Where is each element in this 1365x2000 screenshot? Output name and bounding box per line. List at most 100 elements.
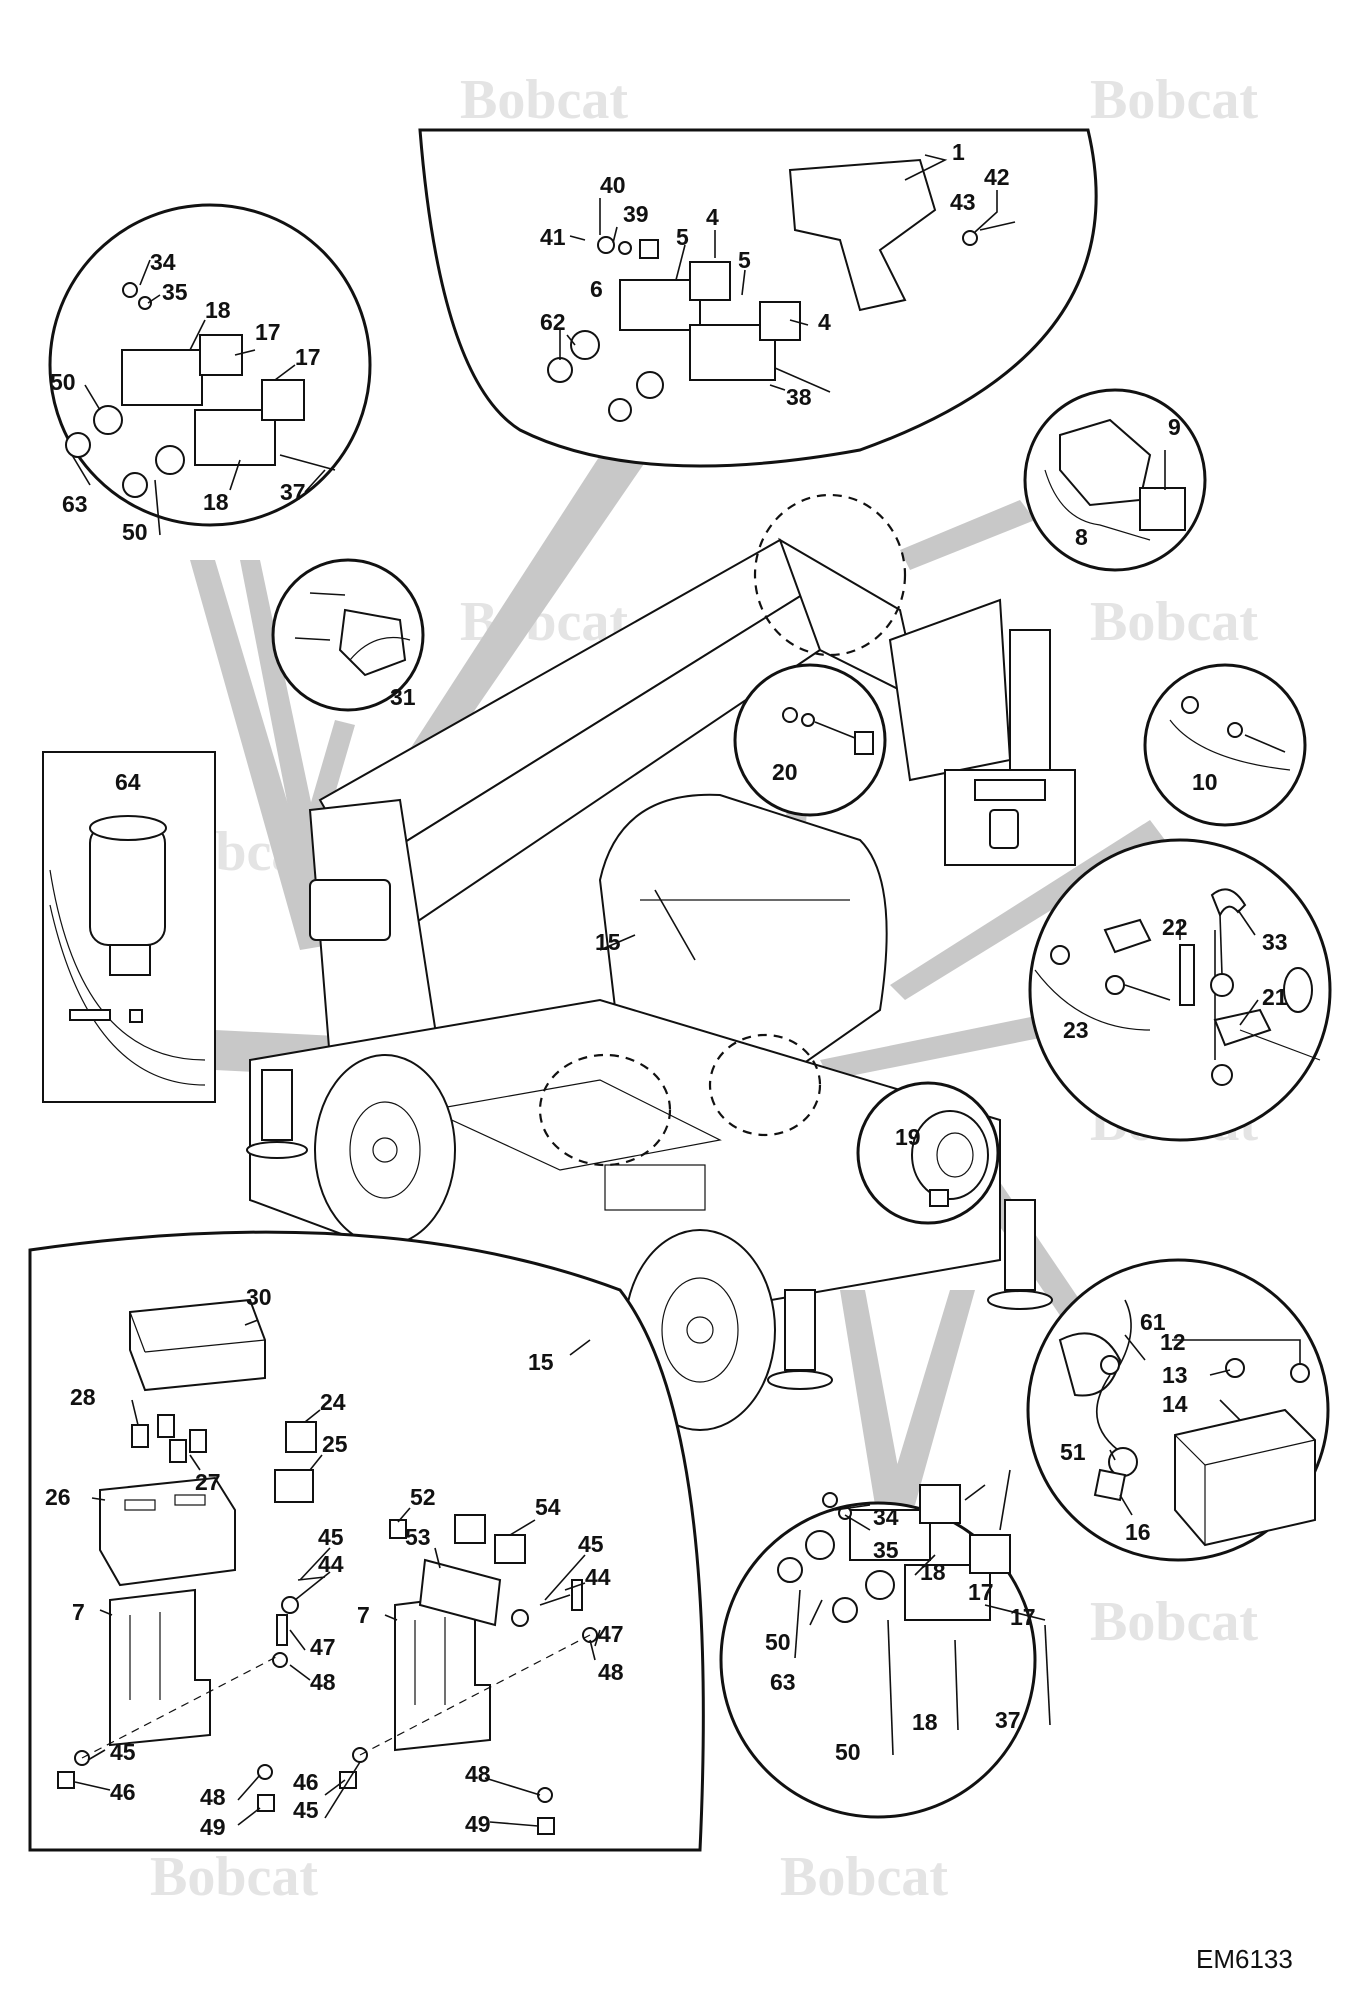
callout-5: 5 (676, 224, 689, 250)
drawing-code: EM6133 (1196, 1944, 1293, 1974)
watermark: Bobcat (1090, 1591, 1258, 1653)
detail-bubble-21-23-33 (1028, 838, 1332, 1142)
callout-48: 48 (598, 1659, 624, 1685)
callout-45: 45 (318, 1524, 344, 1550)
callout-41: 41 (540, 224, 566, 250)
callout-25: 25 (322, 1431, 348, 1457)
callout-31: 31 (390, 684, 416, 710)
callout-42: 42 (984, 164, 1010, 190)
callout-labels: 1 42 43 40 39 41 4 5 5 6 4 62 38 34 35 1… (45, 139, 1288, 1840)
callout-48: 48 (200, 1784, 226, 1810)
callout-18: 18 (205, 297, 231, 323)
callout-47: 47 (310, 1634, 336, 1660)
callout-54: 54 (535, 1494, 561, 1520)
callout-51: 51 (1060, 1439, 1086, 1465)
callout-9: 9 (1168, 414, 1181, 440)
callout-10: 10 (1192, 769, 1218, 795)
callout-44: 44 (585, 1564, 611, 1590)
callout-48: 48 (465, 1761, 491, 1787)
callout-30: 30 (246, 1284, 272, 1310)
detail-bubble-20 (733, 663, 887, 817)
callout-35: 35 (873, 1537, 899, 1563)
watermark: Bobcat (1090, 69, 1258, 131)
detail-bubble-31 (271, 558, 425, 712)
detail-bubble-right-valves (719, 1484, 1046, 1819)
callout-6: 6 (590, 276, 603, 302)
callout-64: 64 (115, 769, 141, 795)
callout-40: 40 (600, 172, 626, 198)
callout-17: 17 (295, 344, 321, 370)
callout-46: 46 (110, 1779, 136, 1805)
callout-23: 23 (1063, 1017, 1089, 1043)
callout-48: 48 (310, 1669, 336, 1695)
callout-46: 46 (293, 1769, 319, 1795)
callout-52: 52 (410, 1484, 436, 1510)
callout-38: 38 (786, 384, 812, 410)
callout-62: 62 (540, 309, 566, 335)
callout-43: 43 (950, 189, 976, 215)
detail-box-64 (42, 751, 216, 1103)
callout-49: 49 (465, 1811, 491, 1837)
telehandler-machine (246, 493, 1076, 1431)
detail-bubble-10 (1143, 663, 1307, 827)
callout-18: 18 (920, 1559, 946, 1585)
callout-12: 12 (1160, 1329, 1186, 1355)
callout-63: 63 (770, 1669, 796, 1695)
callout-37: 37 (280, 479, 306, 505)
callout-17: 17 (968, 1579, 994, 1605)
callout-22: 22 (1162, 914, 1188, 940)
watermark: Bobcat (460, 69, 628, 131)
detail-bubble-battery (1026, 1258, 1330, 1562)
callout-39: 39 (623, 201, 649, 227)
callout-35: 35 (162, 279, 188, 305)
detail-bubble-valve-assembly (418, 128, 1098, 468)
callout-16: 16 (1125, 1519, 1151, 1545)
callout-34: 34 (150, 249, 176, 275)
callout-21: 21 (1262, 984, 1288, 1010)
callout-7: 7 (72, 1599, 85, 1625)
callout-14: 14 (1162, 1391, 1188, 1417)
watermark: Bobcat (150, 1846, 318, 1908)
callout-13: 13 (1162, 1362, 1188, 1388)
watermark: Bobcat (1090, 591, 1258, 653)
callout-45: 45 (293, 1797, 319, 1823)
callout-5: 5 (738, 247, 751, 273)
callout-28: 28 (70, 1384, 96, 1410)
callout-47: 47 (598, 1621, 624, 1647)
callout-50: 50 (765, 1629, 791, 1655)
callout-27: 27 (195, 1469, 221, 1495)
callout-15: 15 (528, 1349, 554, 1375)
callout-63: 63 (62, 491, 88, 517)
detail-bubble-electrical-box (28, 1230, 705, 1852)
watermark: Bobcat (780, 1846, 948, 1908)
callout-53: 53 (405, 1524, 431, 1550)
callout-4: 4 (706, 204, 719, 230)
callout-26: 26 (45, 1484, 71, 1510)
callout-61: 61 (1140, 1309, 1166, 1335)
callout-44: 44 (318, 1551, 344, 1577)
callout-7: 7 (357, 1602, 370, 1628)
callout-18: 18 (912, 1709, 938, 1735)
callout-leaders (71, 154, 1301, 1827)
callout-15: 15 (595, 929, 621, 955)
callout-34: 34 (873, 1504, 899, 1530)
callout-1: 1 (952, 139, 965, 165)
detail-bubble-19 (856, 1081, 1000, 1225)
detail-bubble-left-valves (48, 203, 372, 527)
callout-4: 4 (818, 309, 831, 335)
callout-45: 45 (578, 1531, 604, 1557)
callout-33: 33 (1262, 929, 1288, 955)
detail-bubble-8-9 (1023, 388, 1207, 572)
callout-50: 50 (835, 1739, 861, 1765)
callout-8: 8 (1075, 524, 1088, 550)
callout-37: 37 (995, 1707, 1021, 1733)
callout-45: 45 (110, 1739, 136, 1765)
callout-50: 50 (122, 519, 148, 545)
callout-19: 19 (895, 1124, 921, 1150)
callout-49: 49 (200, 1814, 226, 1840)
callout-17: 17 (255, 319, 281, 345)
callout-24: 24 (320, 1389, 346, 1415)
callout-18: 18 (203, 489, 229, 515)
callout-50: 50 (50, 369, 76, 395)
